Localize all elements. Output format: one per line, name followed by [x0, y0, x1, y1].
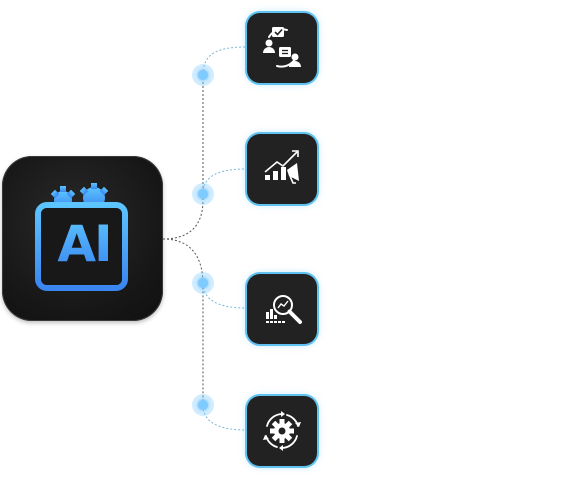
connector-dot	[192, 64, 214, 86]
connector-dot	[192, 272, 214, 294]
node-collaboration[interactable]	[247, 13, 317, 83]
data-analysis-magnifier-icon	[266, 295, 302, 324]
connector-dot	[192, 394, 214, 416]
connector-dot	[192, 183, 214, 205]
branch-analysis	[202, 282, 247, 309]
gear-cycle-icon	[263, 411, 301, 451]
node-analysis[interactable]	[247, 274, 317, 344]
growth-chart-megaphone-icon	[264, 150, 299, 184]
node-growth[interactable]	[247, 134, 317, 204]
branch-collaboration	[202, 46, 247, 76]
node-automation[interactable]	[247, 396, 317, 466]
branch-growth	[202, 168, 247, 195]
branch-automation	[202, 404, 247, 431]
hub-label: AI	[44, 214, 124, 274]
user-collaboration-icon	[263, 27, 301, 68]
hub-connector-upper	[162, 75, 204, 240]
